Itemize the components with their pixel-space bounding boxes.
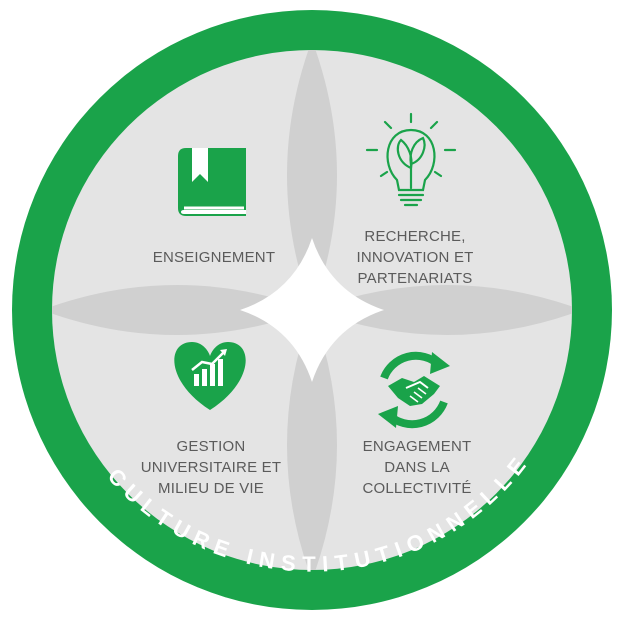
heart-chart-icon [174,342,246,410]
handshake-cycle-icon [378,351,450,429]
center-star [240,238,384,382]
petals [52,50,572,570]
label-recherche: RECHERCHE, INNOVATION ET PARTENARIATS [356,228,474,287]
label-engagement: ENGAGEMENT DANS LA COLLECTIVITÉ [362,438,472,497]
book-icon [178,148,246,216]
petal-bottom [287,310,337,570]
petal-top [287,50,337,310]
label-enseignement: ENSEIGNEMENT [152,249,276,266]
lightbulb-leaf-icon [365,112,457,207]
label-gestion: GESTION UNIVERSITAIRE ET MILIEU DE VIE [140,438,282,497]
petal-left [52,285,312,335]
petal-right [312,285,572,335]
